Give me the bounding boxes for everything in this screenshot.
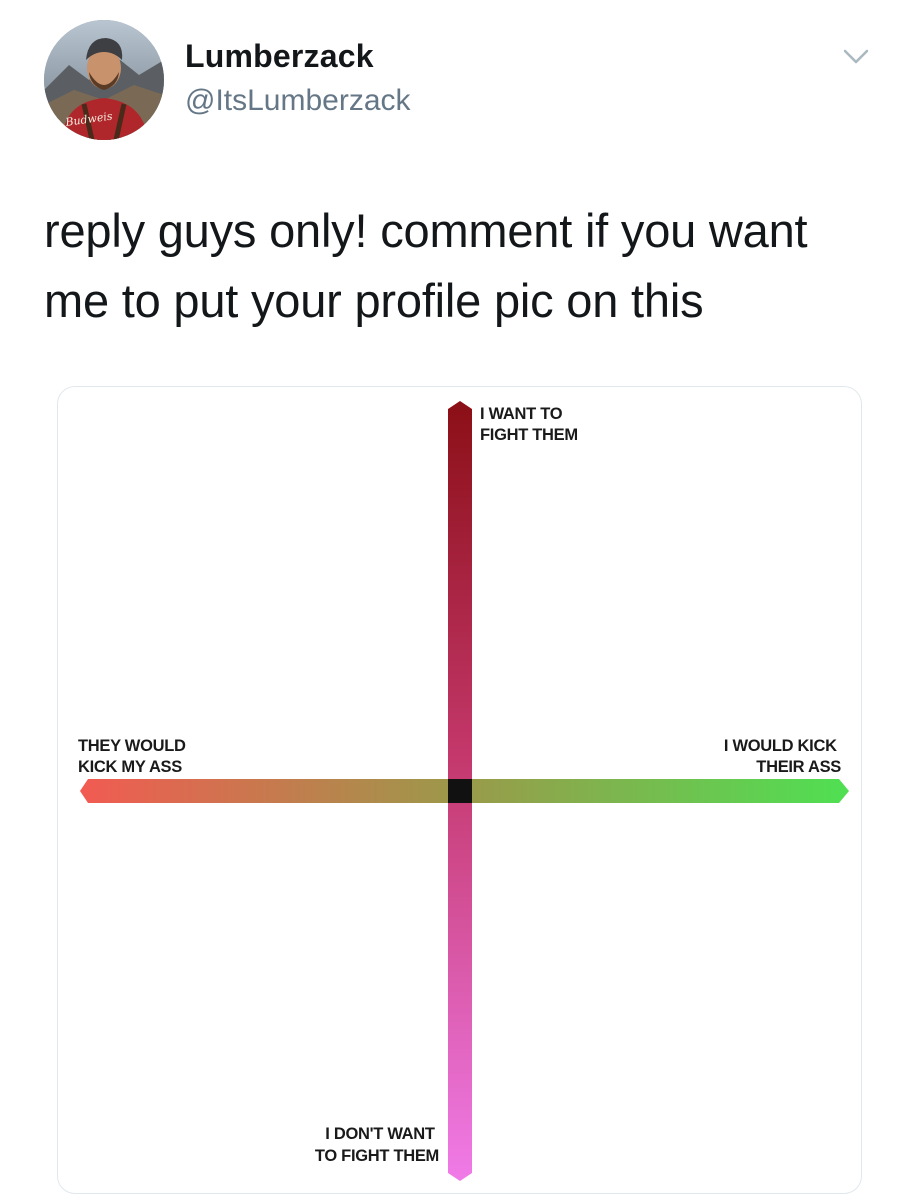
left-label: THEY WOULD KICK MY ASS: [78, 737, 190, 776]
chevron-down-icon[interactable]: [840, 45, 872, 69]
right-label: I WOULD KICK THEIR ASS: [724, 737, 841, 776]
bottom-label-line: TO FIGHT THEM: [315, 1147, 439, 1165]
tweet-text: reply guys only! comment if you want me …: [44, 196, 884, 336]
alignment-chart: I WANT TO FIGHT THEM THEY WOULD KICK MY …: [78, 401, 849, 1181]
left-label-line: KICK MY ASS: [78, 758, 182, 776]
tweet-text-line: me to put your profile pic on this: [44, 274, 704, 327]
avatar[interactable]: Budweis: [44, 20, 164, 140]
bottom-label: I DON'T WANT TO FIGHT THEM: [315, 1125, 439, 1165]
top-label-line: I WANT TO: [480, 405, 563, 423]
tweet-image[interactable]: I WANT TO FIGHT THEM THEY WOULD KICK MY …: [57, 386, 862, 1194]
right-label-line: I WOULD KICK: [724, 737, 837, 755]
display-name[interactable]: Lumberzack: [185, 38, 374, 74]
tweet-text-line: reply guys only! comment if you want: [44, 204, 808, 257]
right-label-line: THEIR ASS: [756, 758, 841, 776]
bottom-label-line: I DON'T WANT: [325, 1125, 435, 1143]
top-label-line: FIGHT THEM: [480, 426, 578, 444]
top-label: I WANT TO FIGHT THEM: [480, 405, 578, 444]
left-label-line: THEY WOULD: [78, 737, 186, 755]
axis-center: [448, 779, 472, 803]
user-handle[interactable]: @ItsLumberzack: [185, 84, 411, 117]
